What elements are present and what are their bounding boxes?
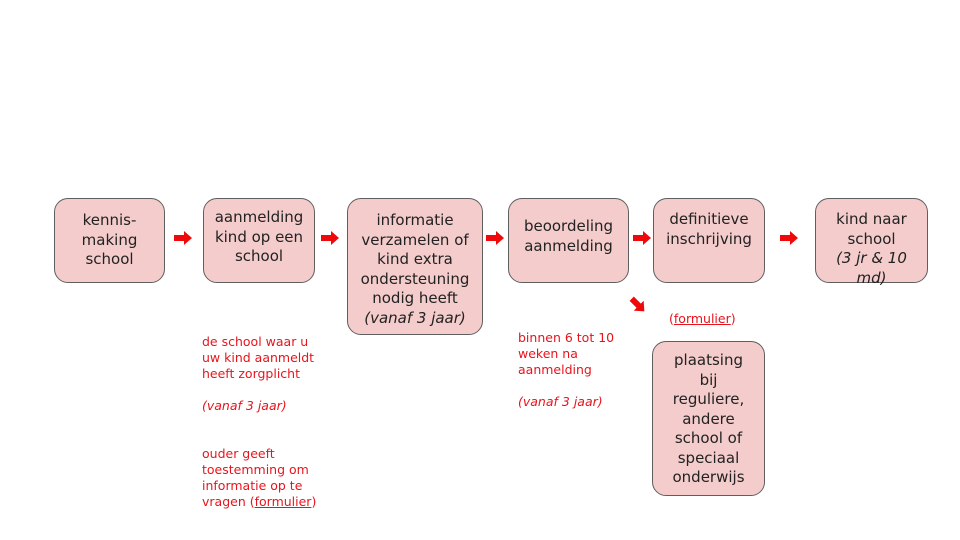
note-beoordeling: binnen 6 tot 10 weken na aanmelding (van…	[518, 314, 614, 410]
step-beoordeling: beoordeling aanmelding	[508, 198, 629, 283]
step-label: plaatsing bij reguliere, andere school o…	[672, 351, 745, 486]
step-plaatsing: plaatsing bij reguliere, andere school o…	[652, 341, 765, 496]
formulier-link[interactable]: formulier	[254, 494, 312, 509]
step-sublabel: (3 jr & 10 md)	[836, 249, 907, 287]
formulier-link[interactable]: formulier	[673, 311, 731, 326]
arrow-down-right-icon	[626, 293, 650, 317]
note-aanmelding: de school waar u uw kind aanmeldt heeft …	[202, 318, 316, 510]
step-label: definitieve inschrijving	[666, 210, 752, 248]
paren-close: )	[311, 494, 317, 509]
note-vanaf: (vanaf 3 jaar)	[518, 394, 603, 409]
step-informatie-verzamelen: informatie verzamelen of kind extra onde…	[347, 198, 483, 335]
arrow-right-icon	[174, 231, 192, 245]
step-label: beoordeling aanmelding	[523, 217, 614, 255]
note-vanaf: (vanaf 3 jaar)	[202, 398, 287, 413]
step-kind-naar-school: kind naar school (3 jr & 10 md)	[815, 198, 928, 287]
paren-close: )	[730, 311, 736, 326]
arrow-right-icon	[633, 231, 651, 245]
step-definitieve-inschrijving: definitieve inschrijving	[653, 198, 765, 283]
step-label: aanmelding kind op een school	[214, 208, 304, 265]
note-termijn: binnen 6 tot 10 weken na aanmelding	[518, 330, 615, 377]
paren-open: (	[669, 311, 674, 326]
arrow-right-icon	[780, 231, 798, 245]
step-sublabel: (vanaf 3 jaar)	[364, 308, 466, 327]
arrow-right-icon	[321, 231, 339, 245]
step-aanmelding: aanmelding kind op een school	[203, 198, 315, 283]
arrow-right-icon	[486, 231, 504, 245]
step-label: kennis- making school	[81, 211, 138, 269]
step-kennismaking: kennis- making school	[54, 198, 165, 283]
step-label: informatie verzamelen of kind extra onde…	[360, 211, 470, 307]
note-inschrijving: (formulier)	[669, 295, 736, 327]
note-zorgplicht: de school waar u uw kind aanmeldt heeft …	[202, 334, 315, 381]
step-label: kind naar school	[836, 210, 907, 248]
note-toestemming: ouder geeft toestemming om informatie op…	[202, 446, 309, 509]
